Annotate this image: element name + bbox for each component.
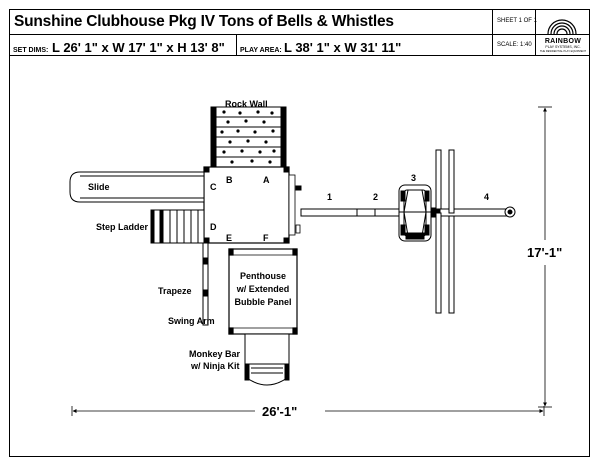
tower-deck [203, 166, 302, 244]
penthouse-label-line1: Penthouse [239, 271, 286, 281]
logo-tagline: THE RESIDENTIAL PLAY EQUIPMENT [539, 50, 587, 53]
set-dims-value: L 26' 1" x W 17' 1" x H 13' 8" [52, 40, 225, 55]
marker-e: E [226, 233, 233, 243]
swing-3 [398, 184, 432, 242]
monkey-bar [244, 333, 290, 386]
beam-end-ring [504, 206, 516, 218]
monkey-bar-label-line1: Monkey Bar [189, 349, 241, 359]
logo-name: RAINBOW [544, 38, 582, 45]
title-divider [492, 9, 493, 56]
penthouse [228, 248, 298, 335]
slide [69, 171, 205, 203]
rock-wall-label: Rock Wall [225, 99, 268, 109]
depth-dimension [538, 106, 552, 408]
title-row [9, 9, 590, 35]
monkey-bar-label-line2: w/ Ninja Kit [191, 361, 240, 371]
dims-divider [236, 35, 237, 56]
marker-c: C [210, 182, 217, 192]
logo-subtitle: PLAY SYSTEMS, INC. [545, 45, 581, 49]
marker-3: 3 [411, 173, 417, 183]
width-dimension [71, 406, 545, 416]
marker-2: 2 [373, 192, 379, 202]
rainbow-logo-icon [547, 19, 577, 35]
sheet-number: SHEET 1 OF 1 [497, 18, 537, 24]
swing-arm [202, 242, 209, 326]
drawing-border [9, 9, 590, 457]
trapeze-label: Trapeze [158, 286, 192, 296]
slide-label: Slide [88, 182, 110, 192]
penthouse-label-line2: w/ Extended [236, 284, 290, 294]
width-dimension-label: 26'-1" [262, 404, 298, 419]
step-ladder-label: Step Ladder [96, 222, 149, 232]
play-area-label: PLAY AREA: [240, 47, 282, 54]
marker-4: 4 [484, 192, 490, 202]
set-dims-label: SET DIMS: [13, 47, 49, 54]
drawing-scale: SCALE: 1:40 [497, 42, 532, 48]
marker-a: A [263, 175, 270, 185]
logo-divider [535, 9, 536, 56]
marker-f: F [263, 233, 269, 243]
rock-wall [210, 106, 287, 168]
depth-dimension-label: 17'-1" [527, 245, 563, 260]
drawing-title: Sunshine Clubhouse Pkg IV Tons of Bells … [14, 13, 394, 30]
step-ladder [150, 209, 205, 244]
marker-1: 1 [327, 192, 333, 202]
marker-d: D [210, 222, 217, 232]
dims-row [9, 35, 590, 56]
penthouse-label-line3: Bubble Panel [234, 297, 292, 307]
play-area-value: L 38' 1" x W 31' 11" [284, 40, 402, 55]
marker-b: B [226, 175, 233, 185]
swing-arm-label: Swing Arm [168, 316, 215, 326]
a-frame-legs [435, 149, 455, 314]
